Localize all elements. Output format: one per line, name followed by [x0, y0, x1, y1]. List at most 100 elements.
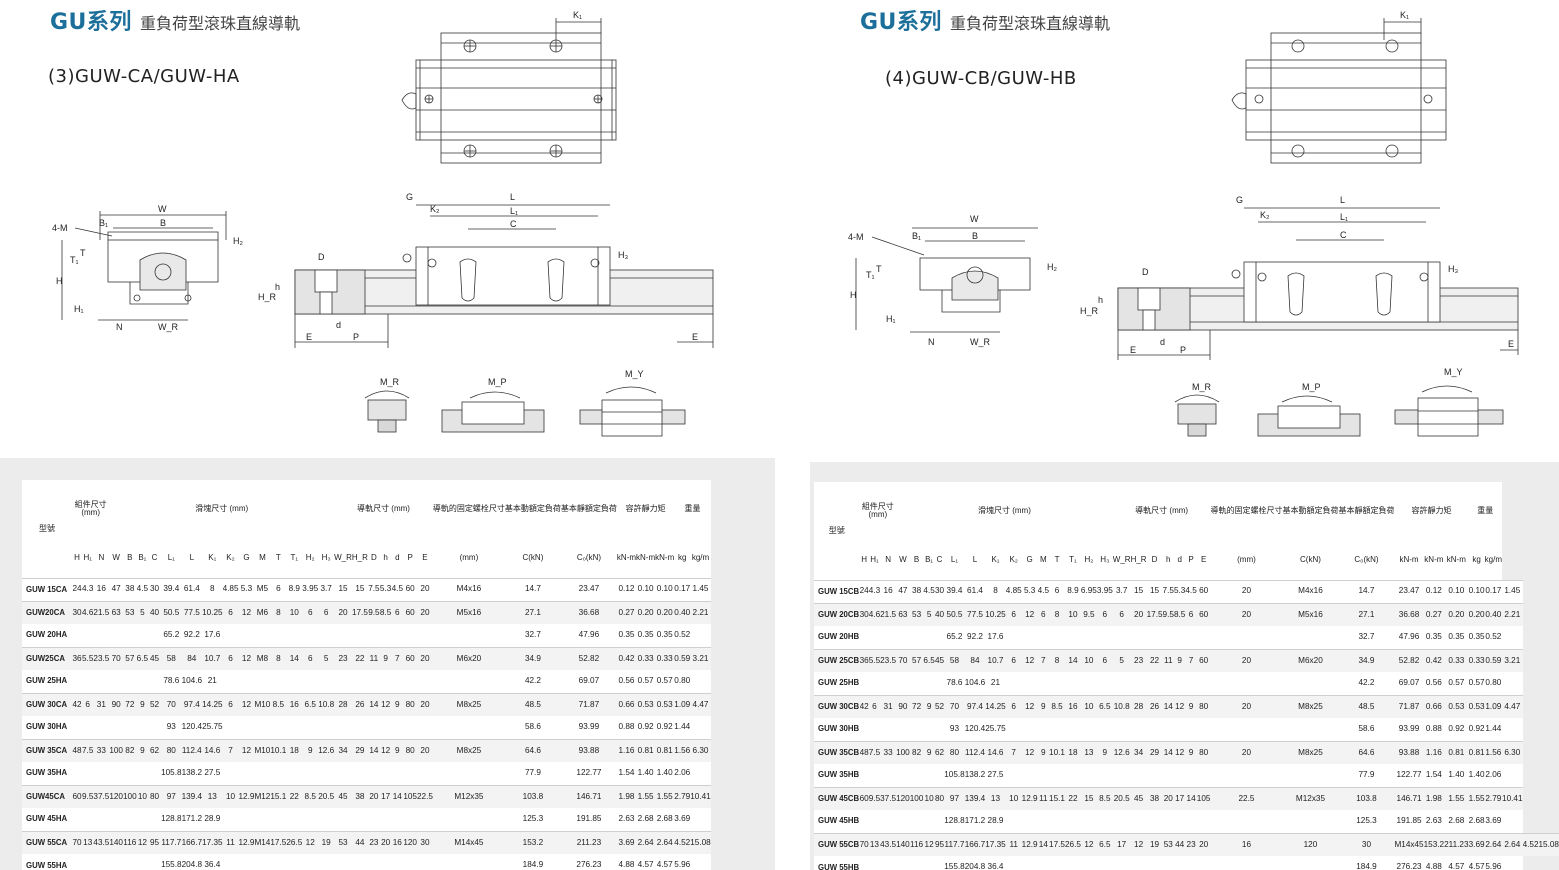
- table-cell: 117.7: [161, 830, 182, 854]
- header-bolt: 導軌的固定螺栓尺寸: [1210, 482, 1283, 540]
- header-bolt-unit: (mm): [1210, 540, 1283, 580]
- table-cell: [1210, 810, 1283, 833]
- table-cell: M5x16: [432, 600, 505, 624]
- table-cell: [1173, 672, 1186, 695]
- table-cell: 138.2: [181, 762, 203, 785]
- table-cell: 60: [403, 600, 417, 624]
- header-sub-23: E: [1196, 540, 1211, 580]
- table-cell: 57: [123, 646, 137, 670]
- header-moment: 容許靜力矩: [1394, 482, 1469, 540]
- model-cell: GUW 30HA: [22, 716, 72, 739]
- table-cell: 17.6: [985, 626, 1006, 649]
- table-cell: [1130, 856, 1147, 870]
- header-model: 型號: [22, 480, 72, 578]
- table-cell: [859, 810, 869, 833]
- table-cell: 4.57: [1444, 856, 1469, 870]
- table-cell: [123, 670, 137, 693]
- table-cell: [270, 716, 287, 739]
- table-cell: 9: [302, 738, 319, 762]
- table-cell: [403, 808, 417, 831]
- table-cell: 20: [379, 830, 392, 854]
- table-cell: [136, 762, 149, 785]
- table-cell: [923, 810, 935, 833]
- table-cell: 60: [1196, 602, 1211, 626]
- table-cell: 7: [1037, 648, 1050, 672]
- header-sub-17: W_R: [1112, 540, 1131, 580]
- table-cell: 71.87: [560, 692, 617, 716]
- table-cell: 10: [1064, 602, 1081, 626]
- table-cell: [403, 762, 417, 785]
- table-cell: 29: [351, 738, 368, 762]
- table-cell: 0.59: [674, 646, 691, 670]
- page-title: GU系列重負荷型滾珠直線導軌: [50, 4, 300, 36]
- table-cell: 2.06: [674, 762, 691, 785]
- table-cell: 9: [923, 694, 935, 718]
- table-cell: 3.21: [690, 646, 711, 670]
- table-cell: [109, 854, 123, 870]
- table-cell: 97.4: [181, 692, 203, 716]
- table-cell: [909, 718, 924, 741]
- table-cell: 62: [148, 738, 162, 762]
- table-cell: 28: [334, 692, 352, 716]
- table-cell: 42.2: [504, 670, 561, 693]
- table-cell: 3.69: [1468, 832, 1485, 856]
- table-cell: [238, 670, 255, 693]
- table-cell: [334, 670, 352, 693]
- table-cell: 9.5: [82, 784, 94, 808]
- table-cell: [254, 670, 271, 693]
- table-cell: 6: [1005, 602, 1022, 626]
- table-cell: [1005, 718, 1022, 741]
- dim-h1: H₁: [886, 314, 896, 324]
- header-sub-4: B: [123, 538, 137, 578]
- table-cell: 0.80: [1484, 672, 1502, 695]
- table-cell: 8.5: [270, 692, 287, 716]
- table-cell: [93, 854, 110, 870]
- table-cell: 36.68: [560, 600, 617, 624]
- table-cell: 1.56: [1484, 740, 1502, 764]
- dim-g: G: [406, 192, 413, 202]
- table-cell: 93: [161, 716, 182, 739]
- table-cell: 38: [123, 577, 137, 601]
- table-cell: [72, 762, 82, 785]
- table-cell: 0.59: [1484, 648, 1502, 672]
- table-cell: 95: [934, 832, 945, 856]
- table-cell: 5.3: [379, 577, 392, 601]
- header-sub-3: W: [109, 538, 123, 578]
- table-cell: 58.6: [1338, 718, 1395, 741]
- model-cell: GUW20CA: [22, 600, 72, 624]
- table-cell: [416, 854, 433, 870]
- table-cell: 38: [351, 784, 368, 808]
- table-cell: 116: [123, 830, 137, 854]
- table-cell: 8.9: [286, 577, 303, 601]
- dim-n: N: [116, 322, 123, 332]
- table-cell: 70: [859, 832, 869, 856]
- table-cell: [318, 624, 335, 647]
- table-cell: 60: [1196, 648, 1211, 672]
- table-cell: 0.80: [674, 670, 691, 693]
- dim-h3: H₃: [1448, 264, 1458, 274]
- table-cell: [82, 716, 94, 739]
- header-sub-11: G: [1021, 540, 1038, 580]
- table-cell: 6: [1037, 602, 1050, 626]
- dim-4m: 4-M: [848, 232, 864, 242]
- table-cell: 13: [202, 784, 223, 808]
- table-cell: 92.2: [964, 626, 986, 649]
- header-assembly-label: 組件尺寸: [861, 502, 894, 511]
- table-cell: [82, 624, 94, 647]
- table-cell: 4.88: [1423, 856, 1445, 870]
- table-cell: 21.5: [880, 602, 897, 626]
- table-cell: 11: [1005, 832, 1022, 856]
- technical-drawing: K₁ W B B₁ 4-M H T₁ T H₂ H₁ N: [52, 10, 714, 437]
- header-sub-8: L: [964, 540, 986, 580]
- dim-h1: H₁: [74, 304, 84, 314]
- table-cell: 0.56: [616, 670, 637, 693]
- table-cell: 1.09: [674, 692, 691, 716]
- header-sub-6: C: [934, 540, 945, 580]
- table-cell: 100: [109, 738, 123, 762]
- header-sub-4: B: [909, 540, 924, 580]
- table-cell: [416, 762, 433, 785]
- table-cell: [896, 672, 910, 695]
- table-cell: 70: [161, 692, 182, 716]
- table-cell: 8.9: [1064, 579, 1081, 603]
